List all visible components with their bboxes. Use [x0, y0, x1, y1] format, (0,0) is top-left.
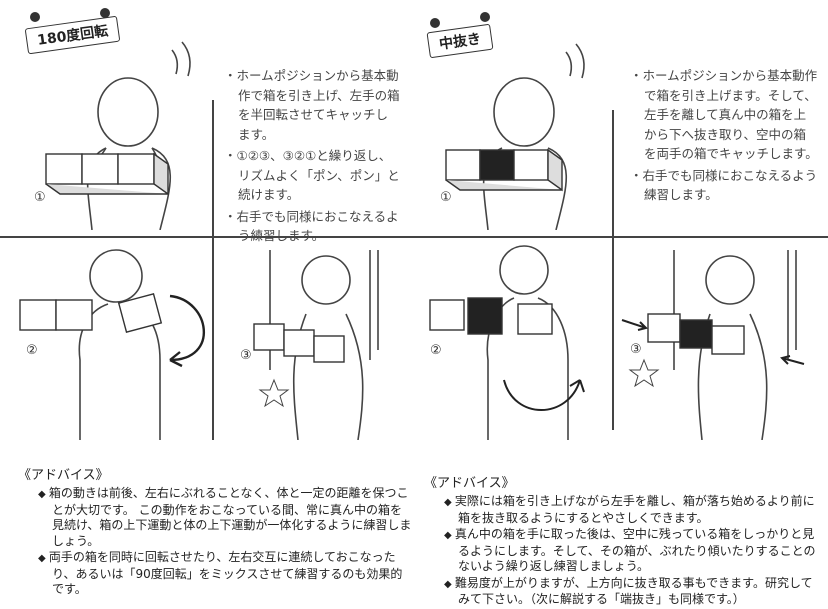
- figure-rotation: [19, 249, 206, 440]
- advice-item: 真ん中の箱を手に取った後は、空中に残っている箱をしっかりと見るようにします。そし…: [444, 527, 824, 575]
- advice-title: 《アドバイス》: [424, 476, 515, 491]
- figure-home-position: [45, 41, 191, 230]
- advice-item: 難易度が上がりますが、上方向に抜き取る事もできます。研究してみて下さい。（次に解…: [444, 576, 824, 608]
- right-steps: ホームポジションから基本動作で箱を引き上げます。そして、左手を離して真ん中の箱を…: [630, 66, 818, 207]
- advice-item: 両手の箱を同時に回転させたり、左右交互に連続しておこなったり、あるいは「90度回…: [38, 550, 414, 598]
- figure-catch: [253, 250, 379, 440]
- figure-number-2: ②: [26, 343, 38, 358]
- step-item: ホームポジションから基本動作で箱を引き上げ、左手の箱を半回転させてキャッチします…: [224, 66, 400, 144]
- left-steps: ホームポジションから基本動作で箱を引き上げ、左手の箱を半回転させてキャッチします…: [224, 66, 400, 248]
- left-advice: 箱の動きは前後、左右にぶれることなく、体と一定の距離を保つことが大切です。 この…: [38, 486, 414, 599]
- figure-number-1: ①: [440, 190, 452, 205]
- divider: [0, 236, 414, 238]
- step-item: ①②③、③②①と繰り返し、リズムよく「ポン、ポン」と続けます。: [224, 146, 400, 205]
- figure-catch: [621, 250, 805, 440]
- figure-middle-removal: [429, 245, 585, 440]
- right-advice: 実際には箱を引き上げながら左手を離し、箱が落ち始めるより前に箱を抜き取るようにす…: [444, 494, 824, 609]
- pin-icon: [480, 12, 490, 22]
- advice-title: 《アドバイス》: [18, 468, 109, 483]
- step-item: 右手でも同様におこなえるよう練習します。: [224, 207, 400, 246]
- pin-icon: [100, 8, 110, 18]
- figure-number-1: ①: [34, 190, 46, 205]
- figure-home-position: [445, 43, 585, 230]
- step-item: ホームポジションから基本動作で箱を引き上げます。そして、左手を離して真ん中の箱を…: [630, 66, 818, 164]
- divider: [414, 236, 828, 238]
- figure-number-3: ③: [630, 342, 642, 357]
- right-panel: 中抜き ① ホームポジションから基本動作で箱を引き上げます。そして、左手を離して…: [414, 0, 828, 606]
- divider: [212, 100, 214, 440]
- divider: [612, 110, 614, 430]
- figure-number-3: ③: [240, 348, 252, 363]
- pin-icon: [30, 12, 40, 22]
- step-item: 右手でも同様におこなえるよう練習します。: [630, 166, 818, 205]
- advice-item: 箱の動きは前後、左右にぶれることなく、体と一定の距離を保つことが大切です。 この…: [38, 486, 414, 549]
- pin-icon: [430, 18, 440, 28]
- figure-number-2: ②: [430, 343, 442, 358]
- left-panel: 180度回転 ① ホームポジションから基本動作で箱を引き上げ、左手の箱を半回転さ…: [0, 0, 414, 600]
- advice-item: 実際には箱を引き上げながら左手を離し、箱が落ち始めるより前に箱を抜き取るようにす…: [444, 494, 824, 526]
